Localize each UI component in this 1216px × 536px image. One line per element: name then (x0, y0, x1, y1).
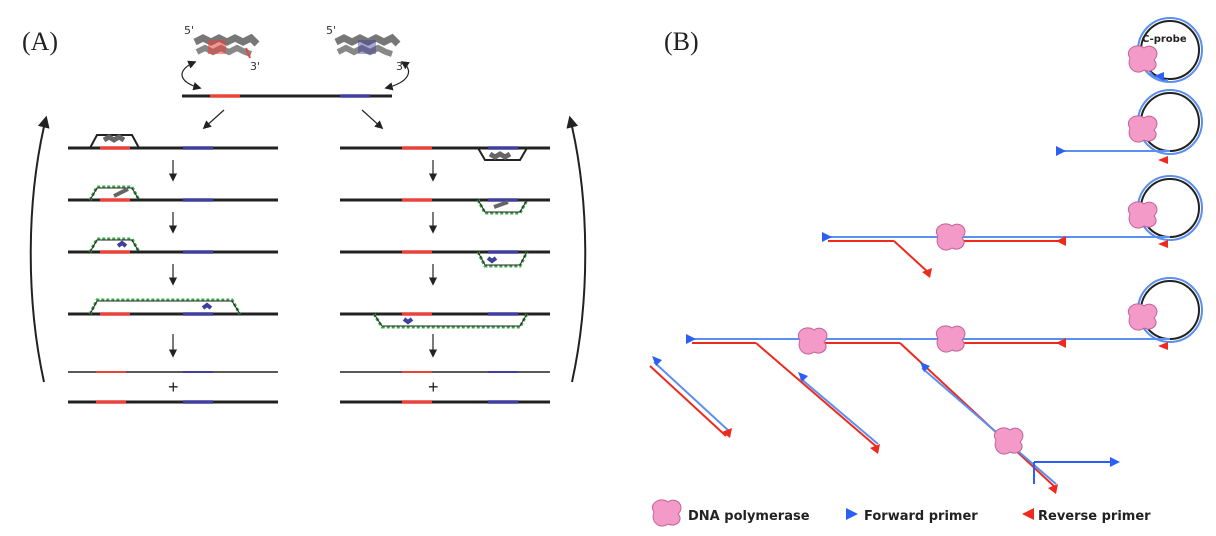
legend-reverse-label: Reverse primer (1038, 509, 1151, 524)
cycle-arrow-right (566, 115, 587, 383)
legend-forward-label: Forward primer (864, 509, 978, 524)
left-plus-sign: + (168, 377, 179, 397)
split-arrow-right (361, 109, 384, 130)
probe-right-5prime: 5' (326, 24, 336, 37)
legend-forward-primer-icon (846, 508, 858, 520)
c-probe-label: C-probe (1142, 34, 1187, 45)
left-step-2 (68, 185, 278, 202)
right-step-1 (340, 146, 550, 161)
left-step-3 (68, 237, 278, 254)
split-arrow-left (202, 109, 225, 130)
polymerase-4d (994, 427, 1024, 455)
left-step-4 (68, 298, 278, 316)
probe-circle-4 (686, 277, 1203, 494)
right-plus-sign: + (428, 377, 439, 397)
panel-b-label: (B) (664, 27, 699, 56)
polymerase-2 (1128, 115, 1158, 143)
legend-polymerase-icon (652, 499, 682, 527)
panel-a-label: (A) (22, 27, 58, 56)
left-column: + (68, 134, 278, 404)
legend-polymerase-label: DNA polymerase (688, 509, 810, 524)
probe-right-swing-arrow (384, 61, 410, 91)
legend: DNA polymerase Forward primer Reverse pr… (652, 499, 1151, 527)
free-product (649, 356, 732, 438)
polymerase-3b (1128, 201, 1158, 229)
panel-b: (B) C-probe (649, 17, 1203, 527)
left-products (68, 371, 278, 404)
probe-left-swing-arrow (181, 60, 202, 91)
probe-left-5prime: 5' (184, 24, 194, 37)
probe-left (193, 33, 260, 59)
polymerase-4b (936, 325, 966, 353)
polymerase-4a (798, 327, 828, 355)
left-step-1 (68, 134, 278, 150)
cycle-arrow-left (29, 115, 50, 383)
right-products (340, 371, 550, 404)
polymerase-1 (1128, 45, 1158, 73)
polymerase-3a (936, 223, 966, 251)
right-step-2 (340, 198, 550, 215)
legend-reverse-primer-icon (1022, 508, 1034, 520)
right-column: + (340, 146, 550, 404)
right-step-3 (340, 250, 550, 268)
probe-left-3prime: 3' (250, 60, 260, 73)
polymerase-4c (1128, 303, 1158, 331)
probe-circle-3 (822, 175, 1203, 278)
panel-a: (A) 5' 3' 5' 3' (22, 24, 587, 404)
right-step-4 (340, 312, 550, 329)
probe-right-3prime: 3' (396, 60, 406, 73)
probe-right (334, 33, 401, 57)
